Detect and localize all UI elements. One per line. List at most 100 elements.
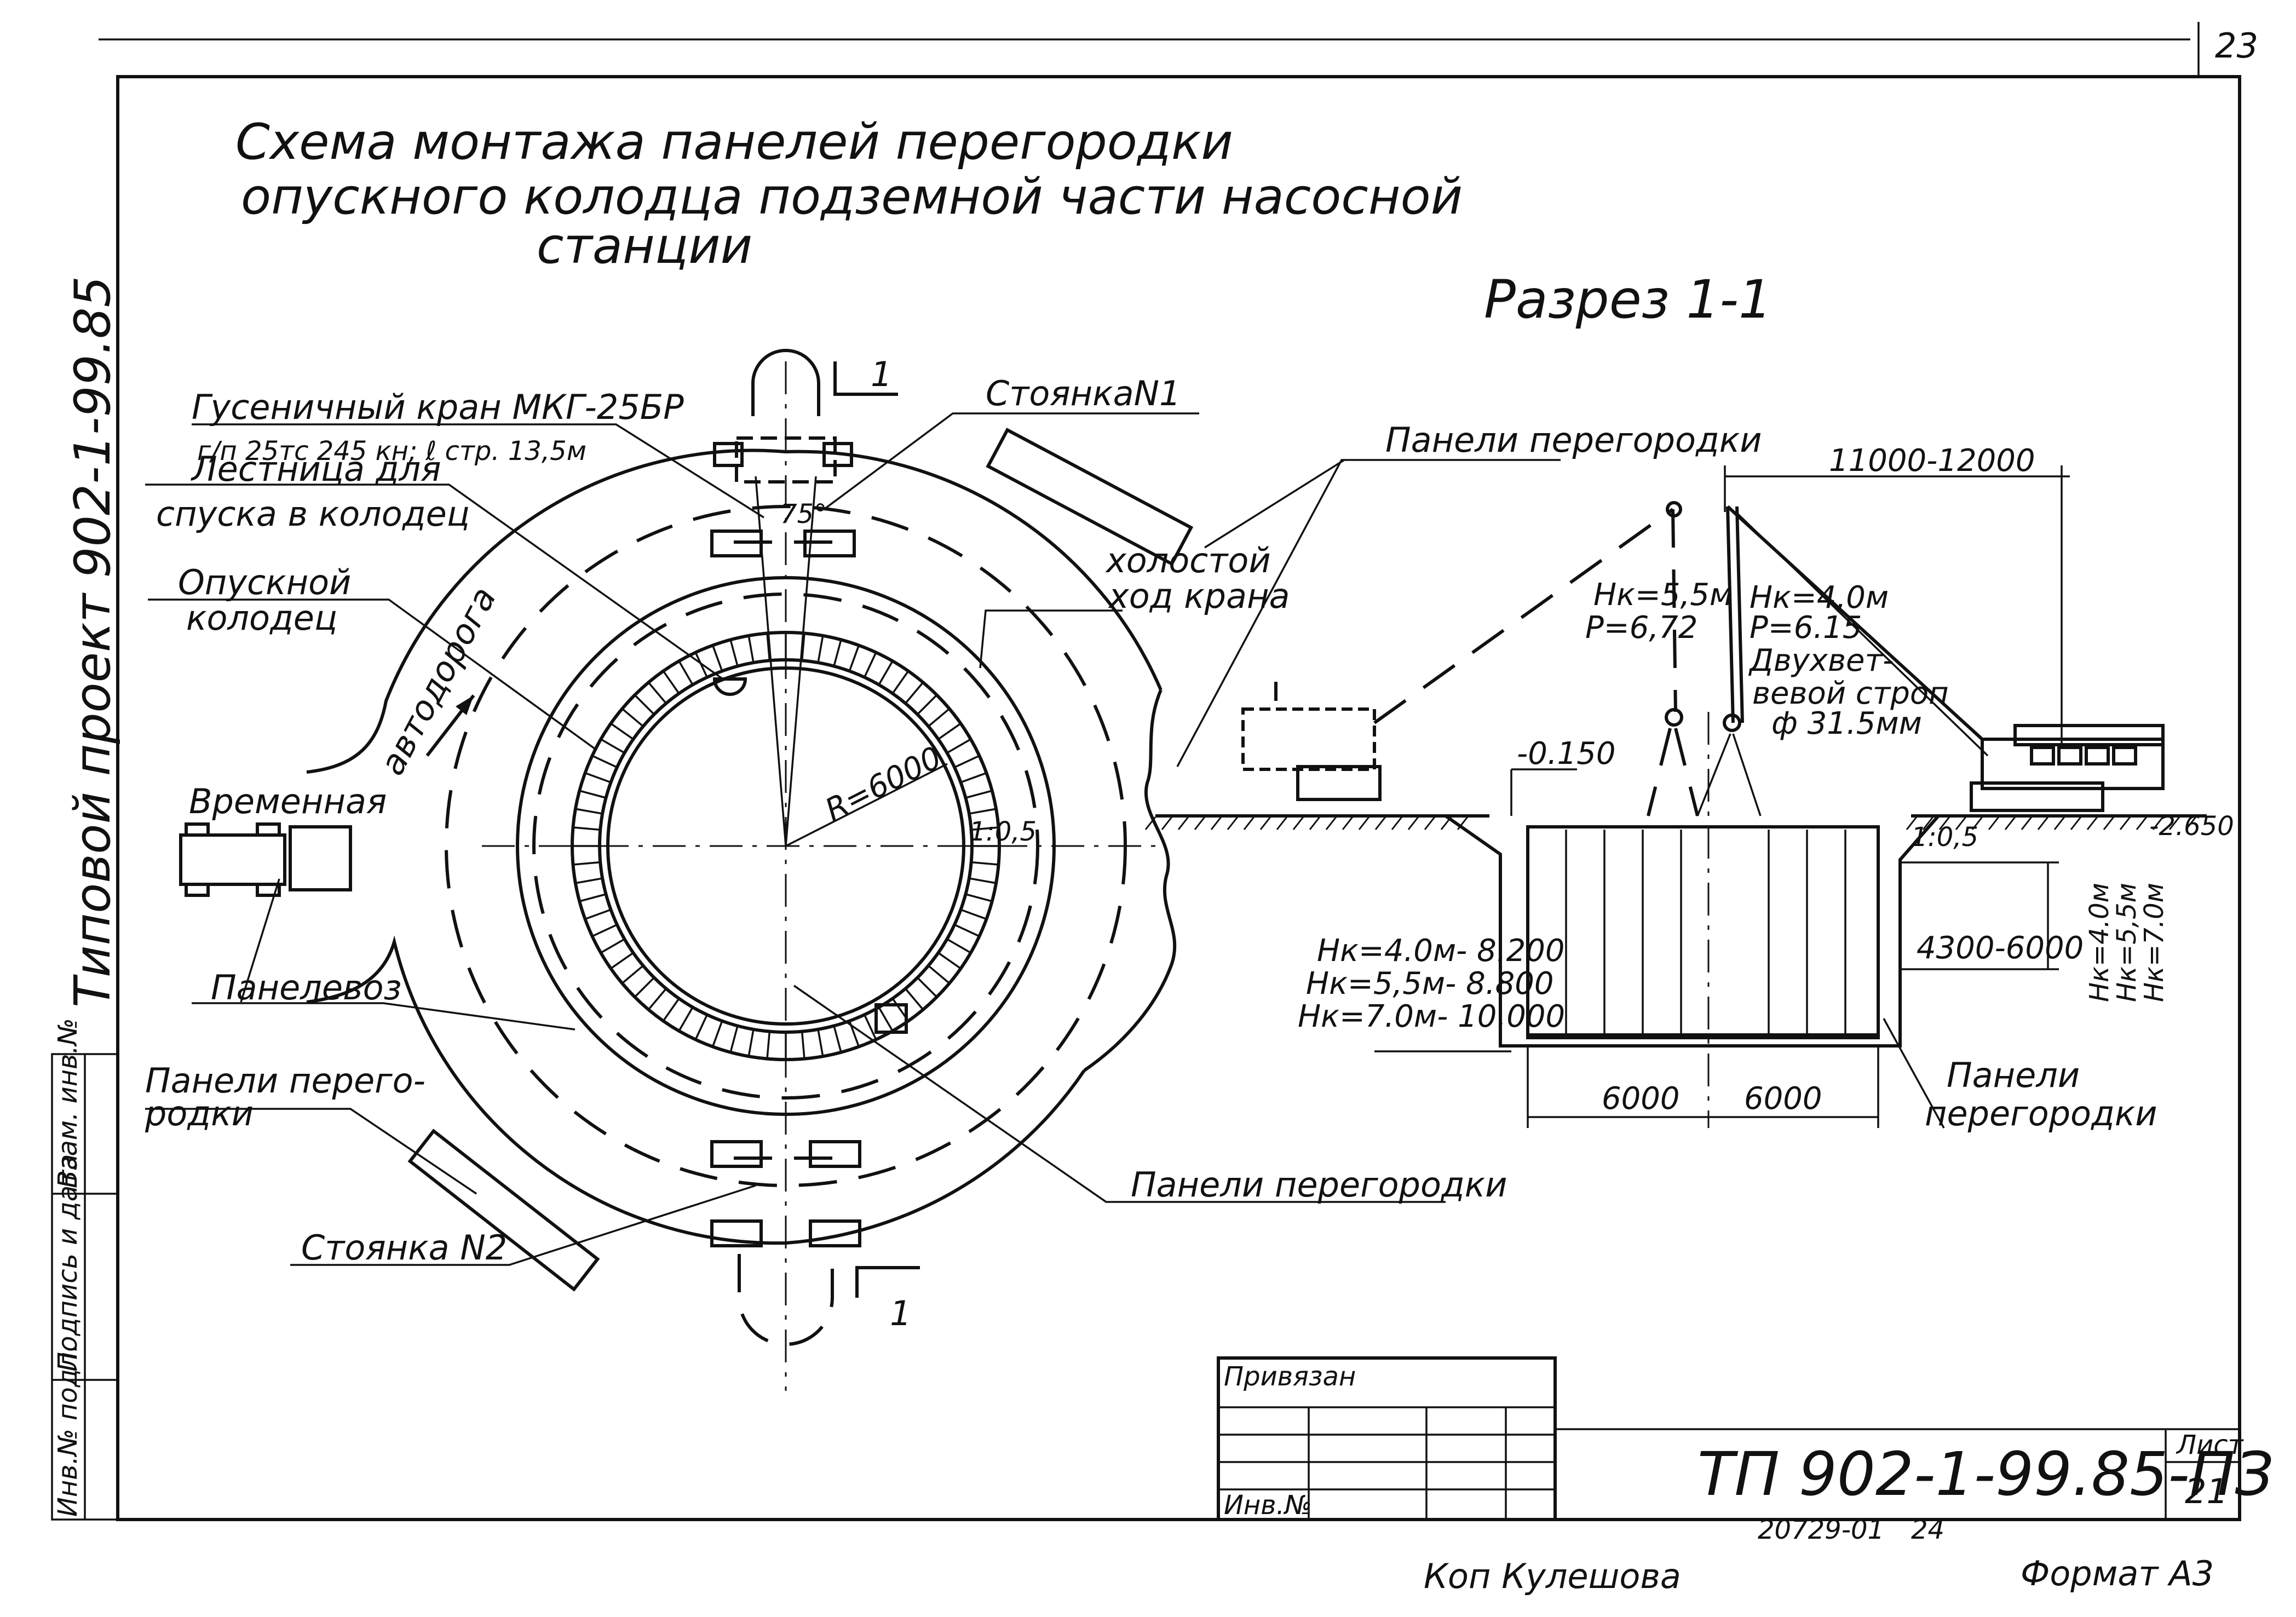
panel-tick	[662, 998, 680, 1022]
section-title: Разрез 1-1	[1484, 269, 1772, 330]
hatch-stroke	[2185, 816, 2197, 830]
section-panels-right-1: Панели	[1947, 1055, 2080, 1095]
caisson-inner-wall	[606, 666, 965, 1026]
panel-ticks	[572, 632, 999, 1060]
panel-tick	[591, 924, 618, 937]
plan-leaders	[145, 412, 1561, 1266]
page-number: 23	[2215, 26, 2258, 66]
panel-tick	[891, 670, 910, 694]
panel-tick	[878, 1006, 894, 1032]
crane-stand-1: 75°	[710, 349, 856, 847]
hatch-stroke	[2086, 816, 2098, 830]
panel-tick	[622, 707, 644, 727]
hatch-stroke	[1906, 816, 1918, 830]
ladder-symbol	[712, 677, 747, 696]
section-slope: 1:0,5	[1911, 822, 1978, 853]
panel-tick	[833, 1025, 842, 1053]
hatch-stroke	[2021, 816, 2033, 830]
temp-road-label: Временная	[189, 781, 387, 821]
panel-tick	[711, 645, 723, 672]
right-crane	[1647, 505, 2165, 816]
caisson-label-2: колодец	[186, 598, 337, 638]
footer-copied: Коп Кулешова	[1424, 1556, 1681, 1596]
hatch-stroke	[1955, 816, 1967, 830]
section-panels-top: Панели перегородки	[1385, 420, 1762, 460]
hk-right-2: Hк=5,5м	[2111, 883, 2142, 1002]
panel-tick	[579, 893, 607, 902]
caisson-label-1: Опускной	[178, 562, 351, 602]
pit-outline	[1445, 814, 1940, 1048]
hatch-stroke	[2070, 816, 2082, 830]
panel-tick	[917, 977, 938, 998]
panel-tick	[946, 738, 971, 754]
panel-tick	[766, 633, 771, 661]
section-mark-bottom: 1	[855, 1266, 920, 1333]
sling-label-3: ф 31.5мм	[1771, 706, 1922, 741]
panel-tick	[647, 988, 667, 1010]
plan-view: R=6000 1:0,5 75° 1	[145, 349, 1561, 1391]
stand-1-label: СтоянкаN1	[986, 373, 1181, 413]
caisson-outer-wall	[516, 576, 1056, 1116]
idle-move-label-2: ход крана	[1108, 576, 1290, 616]
hatch-stroke	[1292, 816, 1304, 830]
sheet-frame	[116, 75, 2241, 1521]
stamp-order-page: 24	[1911, 1515, 1944, 1545]
margin-cell-replace: Взам. инв.№	[53, 1018, 83, 1188]
panel-tick	[729, 1025, 739, 1053]
svg-text:1: 1	[871, 354, 892, 394]
margin-cell-sign: Подпись и дата	[53, 1154, 83, 1372]
panel-stack-top	[986, 428, 1194, 566]
title-line-1: Схема монтажа панелей перегородки	[235, 113, 1233, 171]
crane-specs: г/п 25тс 245 кн; ℓ стр. 13,5м	[197, 436, 586, 467]
hatch-stroke	[2037, 816, 2049, 830]
hatch-stroke	[1424, 816, 1436, 830]
panel-tick	[610, 722, 634, 740]
panel-tick	[634, 977, 655, 998]
stamp-order-no: 20729-01	[1758, 1515, 1884, 1545]
panel-tick	[971, 861, 999, 866]
panel-tick	[747, 1029, 755, 1057]
hatch-stroke	[2103, 816, 2115, 830]
hatch-stroke	[2168, 816, 2180, 830]
panel-tick	[965, 893, 993, 902]
hatch-stroke	[1276, 816, 1288, 830]
panel-lines	[1565, 830, 1846, 1035]
panel-tick	[729, 639, 739, 667]
panel-tick	[573, 861, 601, 866]
hk55-label: Hк=5,5м	[1593, 577, 1733, 613]
panel-truck-label: Панелевоз	[211, 968, 402, 1008]
panel-tick	[678, 660, 694, 686]
sling-label-2: вевой строп	[1752, 676, 1949, 711]
panel-tick	[747, 635, 755, 663]
ladder-label-1: Лестница для	[191, 449, 441, 489]
stamp-code: ТП 902-1-99.85-ПЗ	[1697, 1439, 2274, 1509]
hatch-stroke	[2152, 816, 2164, 830]
panel-tick	[878, 660, 894, 686]
panel-tick	[937, 952, 962, 970]
panel-tick	[928, 707, 950, 727]
hk-right-1: Hк=4.0м	[2084, 883, 2115, 1002]
panel-tick	[928, 965, 950, 985]
reach-dim-label: 11000-12000	[1829, 443, 2035, 479]
level-right: -2.650	[2149, 811, 2234, 842]
ground-hatching	[1144, 816, 2197, 830]
hatch-stroke	[1144, 816, 1156, 830]
hatch-stroke	[1407, 816, 1419, 830]
panel-tick	[969, 877, 997, 884]
crane-track-edge-right	[1083, 689, 1177, 1072]
panel-stack-hatched	[874, 1003, 908, 1034]
title-line-3: станции	[537, 217, 752, 275]
hatch-stroke	[1457, 816, 1469, 830]
section-mark-top: 1	[833, 354, 898, 396]
panel-tick	[864, 1014, 877, 1040]
radius-line	[785, 763, 948, 847]
width-left: 6000	[1602, 1081, 1680, 1117]
hatch-stroke	[1922, 816, 1934, 830]
panel-tick	[573, 826, 601, 831]
title-block: Привязан Инв.№ ТП 902-1-99.85-ПЗ Лист 21…	[1217, 1356, 2274, 1545]
sling-label-1: Двухвет-	[1748, 643, 1894, 678]
ladder-label-2: спуска в колодец	[156, 494, 470, 534]
panel-tick	[917, 694, 938, 715]
hatch-stroke	[2053, 816, 2065, 830]
